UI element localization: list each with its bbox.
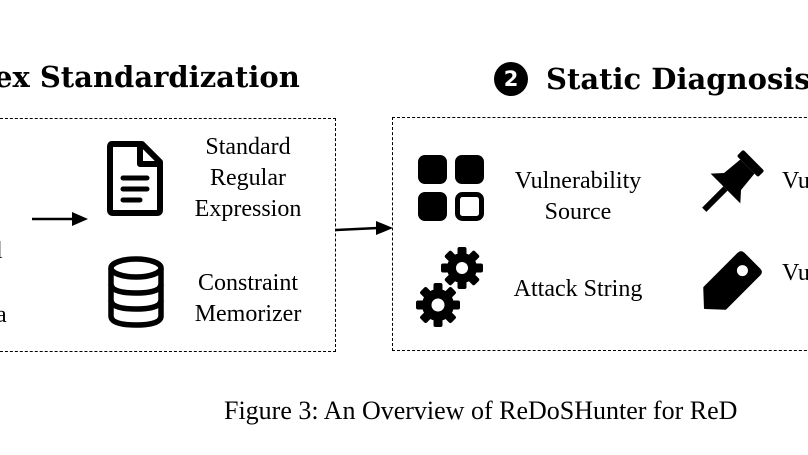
standard-regex-label: Standard Regular Expression bbox=[178, 132, 318, 225]
section-title-standardization: ex Standardization bbox=[0, 60, 300, 94]
label-line: Attack String bbox=[513, 276, 643, 302]
database-icon bbox=[108, 256, 164, 328]
attack-string-label: Attack String bbox=[498, 274, 658, 305]
label-line: Memorizer bbox=[194, 301, 302, 327]
pushpin-item-label: Vu bbox=[782, 168, 808, 194]
standardization-box bbox=[0, 118, 336, 352]
section-title-static-diagnosis: Static Diagnosis bbox=[546, 62, 808, 96]
arrow-icon bbox=[32, 212, 88, 226]
gears-icon bbox=[416, 247, 483, 327]
left-fragment-2: a bbox=[0, 302, 7, 328]
label-line: Constraint bbox=[198, 270, 298, 296]
label-line: Standard bbox=[205, 134, 291, 160]
vulnerability-source-label: Vulnerability Source bbox=[498, 166, 658, 228]
pushpin-icon bbox=[702, 150, 764, 212]
arrow-icon bbox=[335, 221, 393, 235]
tag-icon bbox=[703, 251, 762, 310]
label-line: Expression bbox=[194, 196, 302, 222]
label-line: Regular bbox=[210, 165, 286, 191]
label-line: Source bbox=[544, 199, 612, 225]
label-line: Vulnerability bbox=[514, 168, 642, 194]
tag-item-label: Vu bbox=[782, 260, 808, 286]
left-fragment-1: l bbox=[0, 236, 3, 267]
figure-caption: Figure 3: An Overview of ReDoSHunter for… bbox=[224, 396, 738, 425]
app-grid-icon bbox=[418, 155, 484, 221]
constraint-memorizer-label: Constraint Memorizer bbox=[178, 268, 318, 330]
step-number-badge: 2 bbox=[494, 62, 528, 96]
static-diagnosis-box bbox=[392, 117, 808, 351]
document-icon bbox=[107, 141, 163, 216]
